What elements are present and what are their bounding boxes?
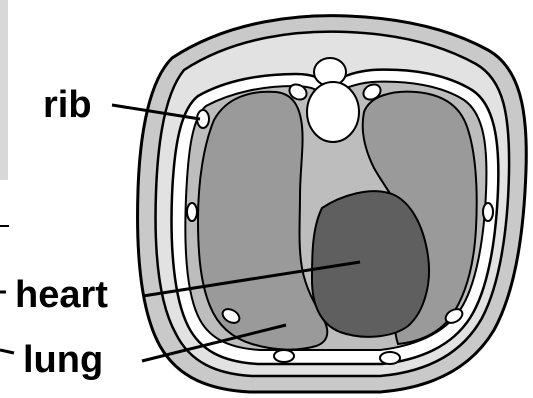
rib-label: rib	[43, 84, 92, 126]
lung-label: lung	[23, 339, 103, 381]
lung-left-tick	[0, 350, 14, 353]
rib-bone	[483, 203, 493, 221]
left-edge-marks	[0, 0, 9, 226]
rib-bone	[274, 350, 294, 362]
rib-bone	[187, 203, 197, 221]
rib-bone	[380, 352, 400, 364]
heart	[312, 191, 429, 337]
heart-label: heart	[15, 274, 108, 316]
